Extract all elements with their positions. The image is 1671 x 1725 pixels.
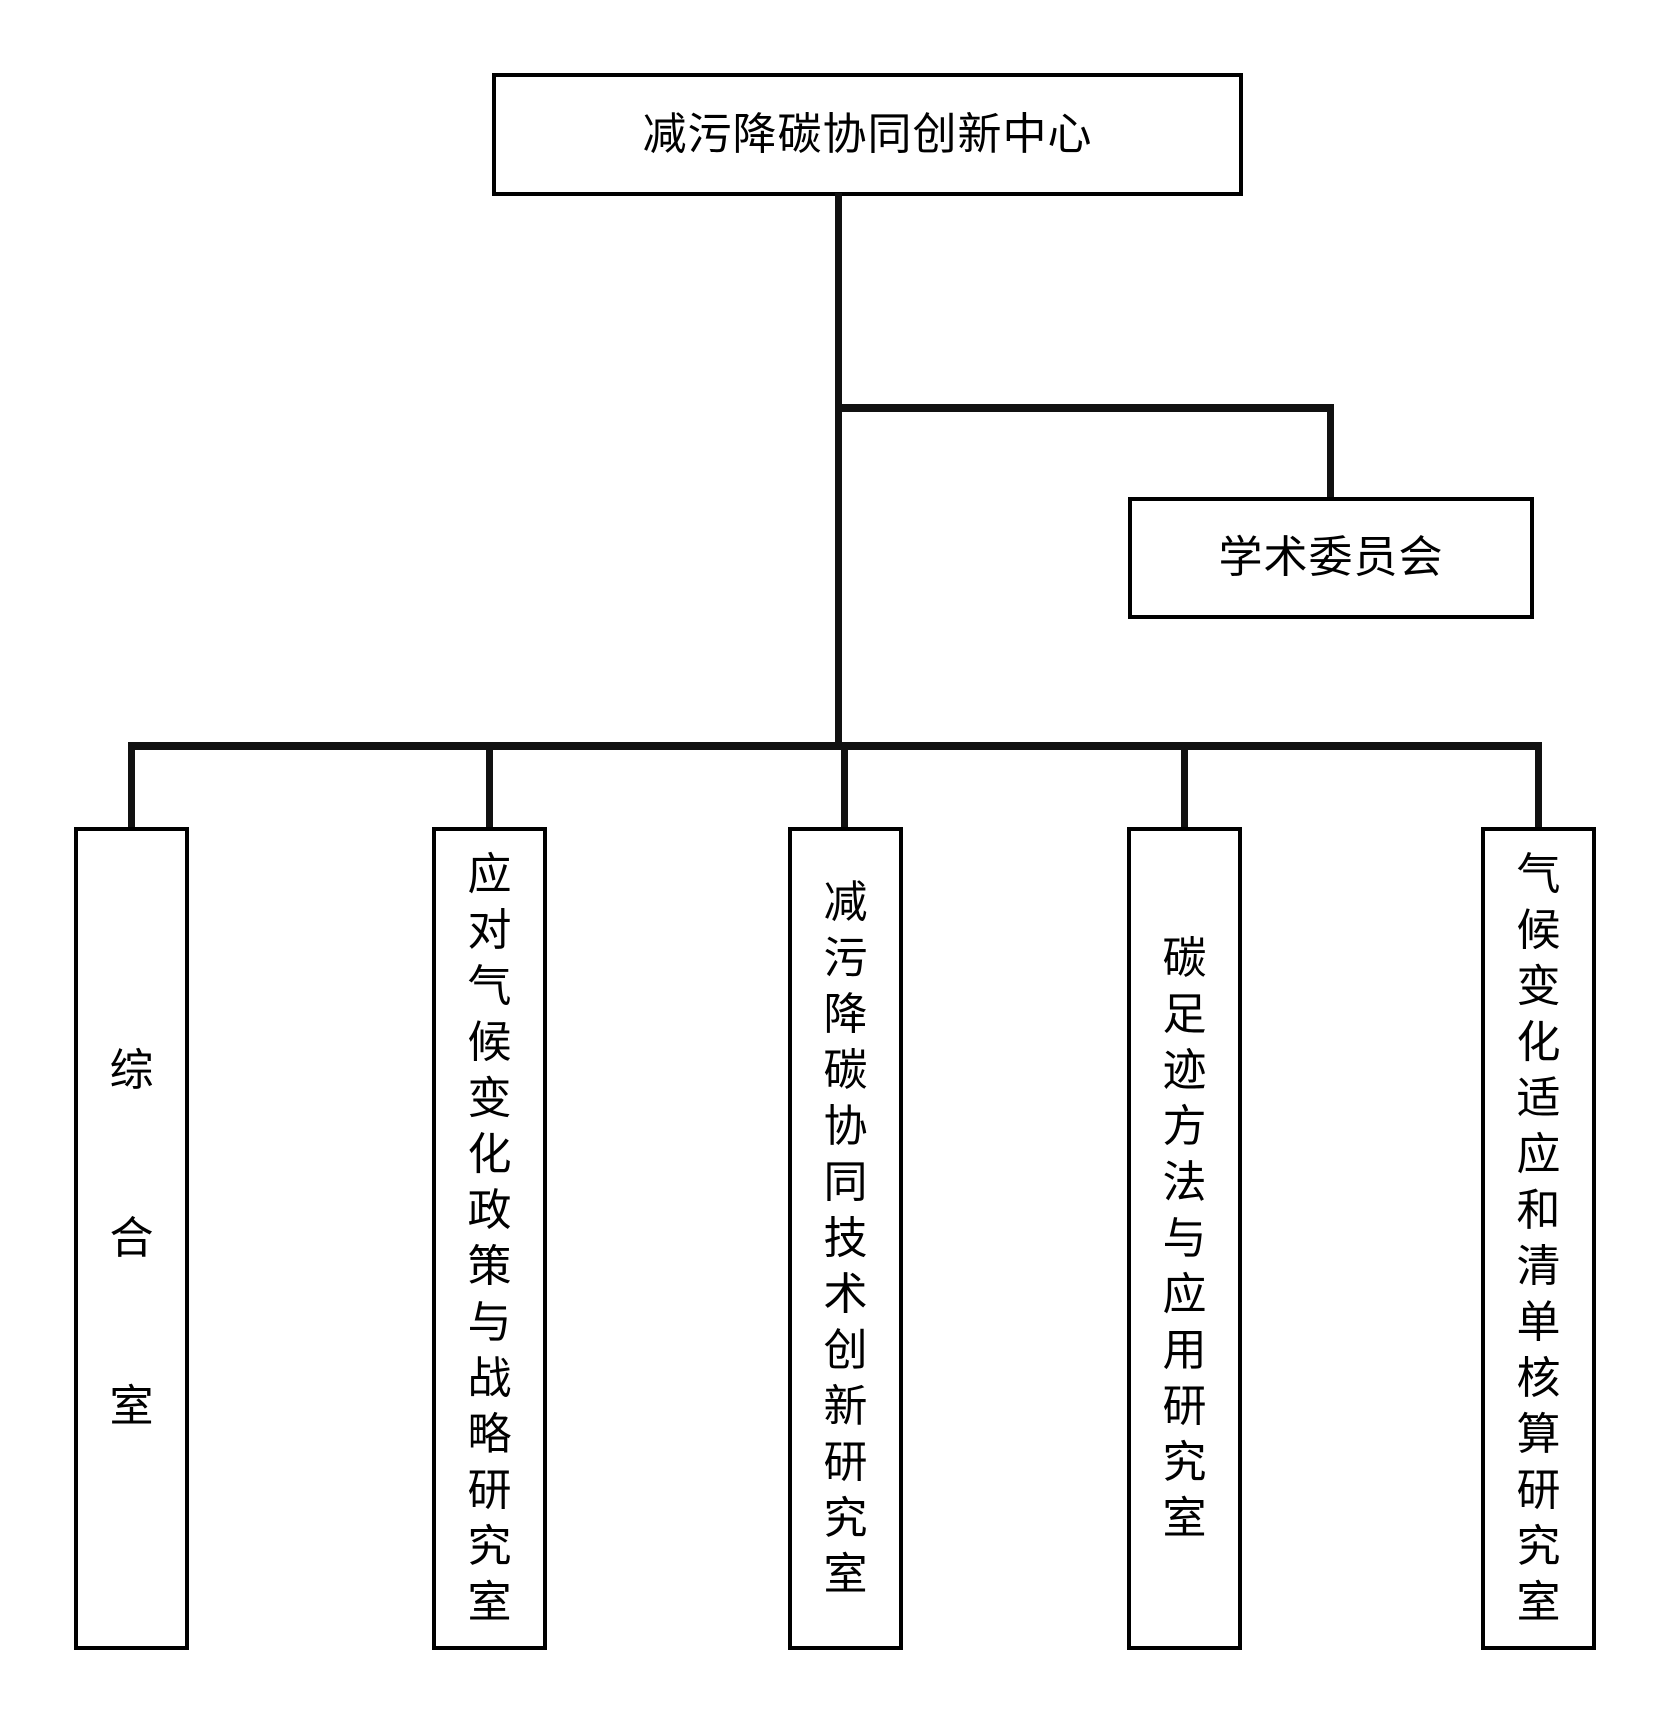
connector-drop-climate-policy-office xyxy=(486,742,493,829)
dept-node-general-office-label: 综合室 xyxy=(109,1045,154,1431)
connector-drop-tech-innovation-office xyxy=(841,742,848,829)
dept-node-climate-policy-office: 应对气候变化政策与战略研究室 xyxy=(432,827,547,1650)
connector-departments-branch xyxy=(128,742,1542,750)
dept-node-tech-innovation-office: 减污降碳协同技术创新研究室 xyxy=(788,827,903,1650)
dept-node-adaptation-inventory-office: 气候变化适应和清单核算研究室 xyxy=(1481,827,1596,1650)
root-node-label: 减污降碳协同创新中心 xyxy=(642,109,1093,159)
connector-root-vertical xyxy=(835,193,842,750)
connector-drop-general-office xyxy=(128,742,135,829)
dept-node-general-office: 综合室 xyxy=(74,827,189,1650)
connector-drop-adaptation-inventory-office xyxy=(1535,742,1542,829)
dept-node-carbon-footprint-office: 碳足迹方法与应用研究室 xyxy=(1127,827,1242,1650)
dept-node-tech-innovation-office-label: 减污降碳协同技术创新研究室 xyxy=(823,877,868,1599)
root-node: 减污降碳协同创新中心 xyxy=(492,73,1243,196)
dept-node-adaptation-inventory-office-label: 气候变化适应和清单核算研究室 xyxy=(1516,849,1561,1627)
committee-node: 学术委员会 xyxy=(1128,497,1534,619)
dept-node-climate-policy-office-label: 应对气候变化政策与战略研究室 xyxy=(467,849,512,1627)
committee-node-label: 学术委员会 xyxy=(1218,533,1444,582)
connector-committee-vertical xyxy=(1327,404,1334,499)
dept-node-carbon-footprint-office-label: 碳足迹方法与应用研究室 xyxy=(1162,933,1207,1543)
connector-committee-horizontal xyxy=(835,404,1334,412)
connector-drop-carbon-footprint-office xyxy=(1181,742,1188,829)
